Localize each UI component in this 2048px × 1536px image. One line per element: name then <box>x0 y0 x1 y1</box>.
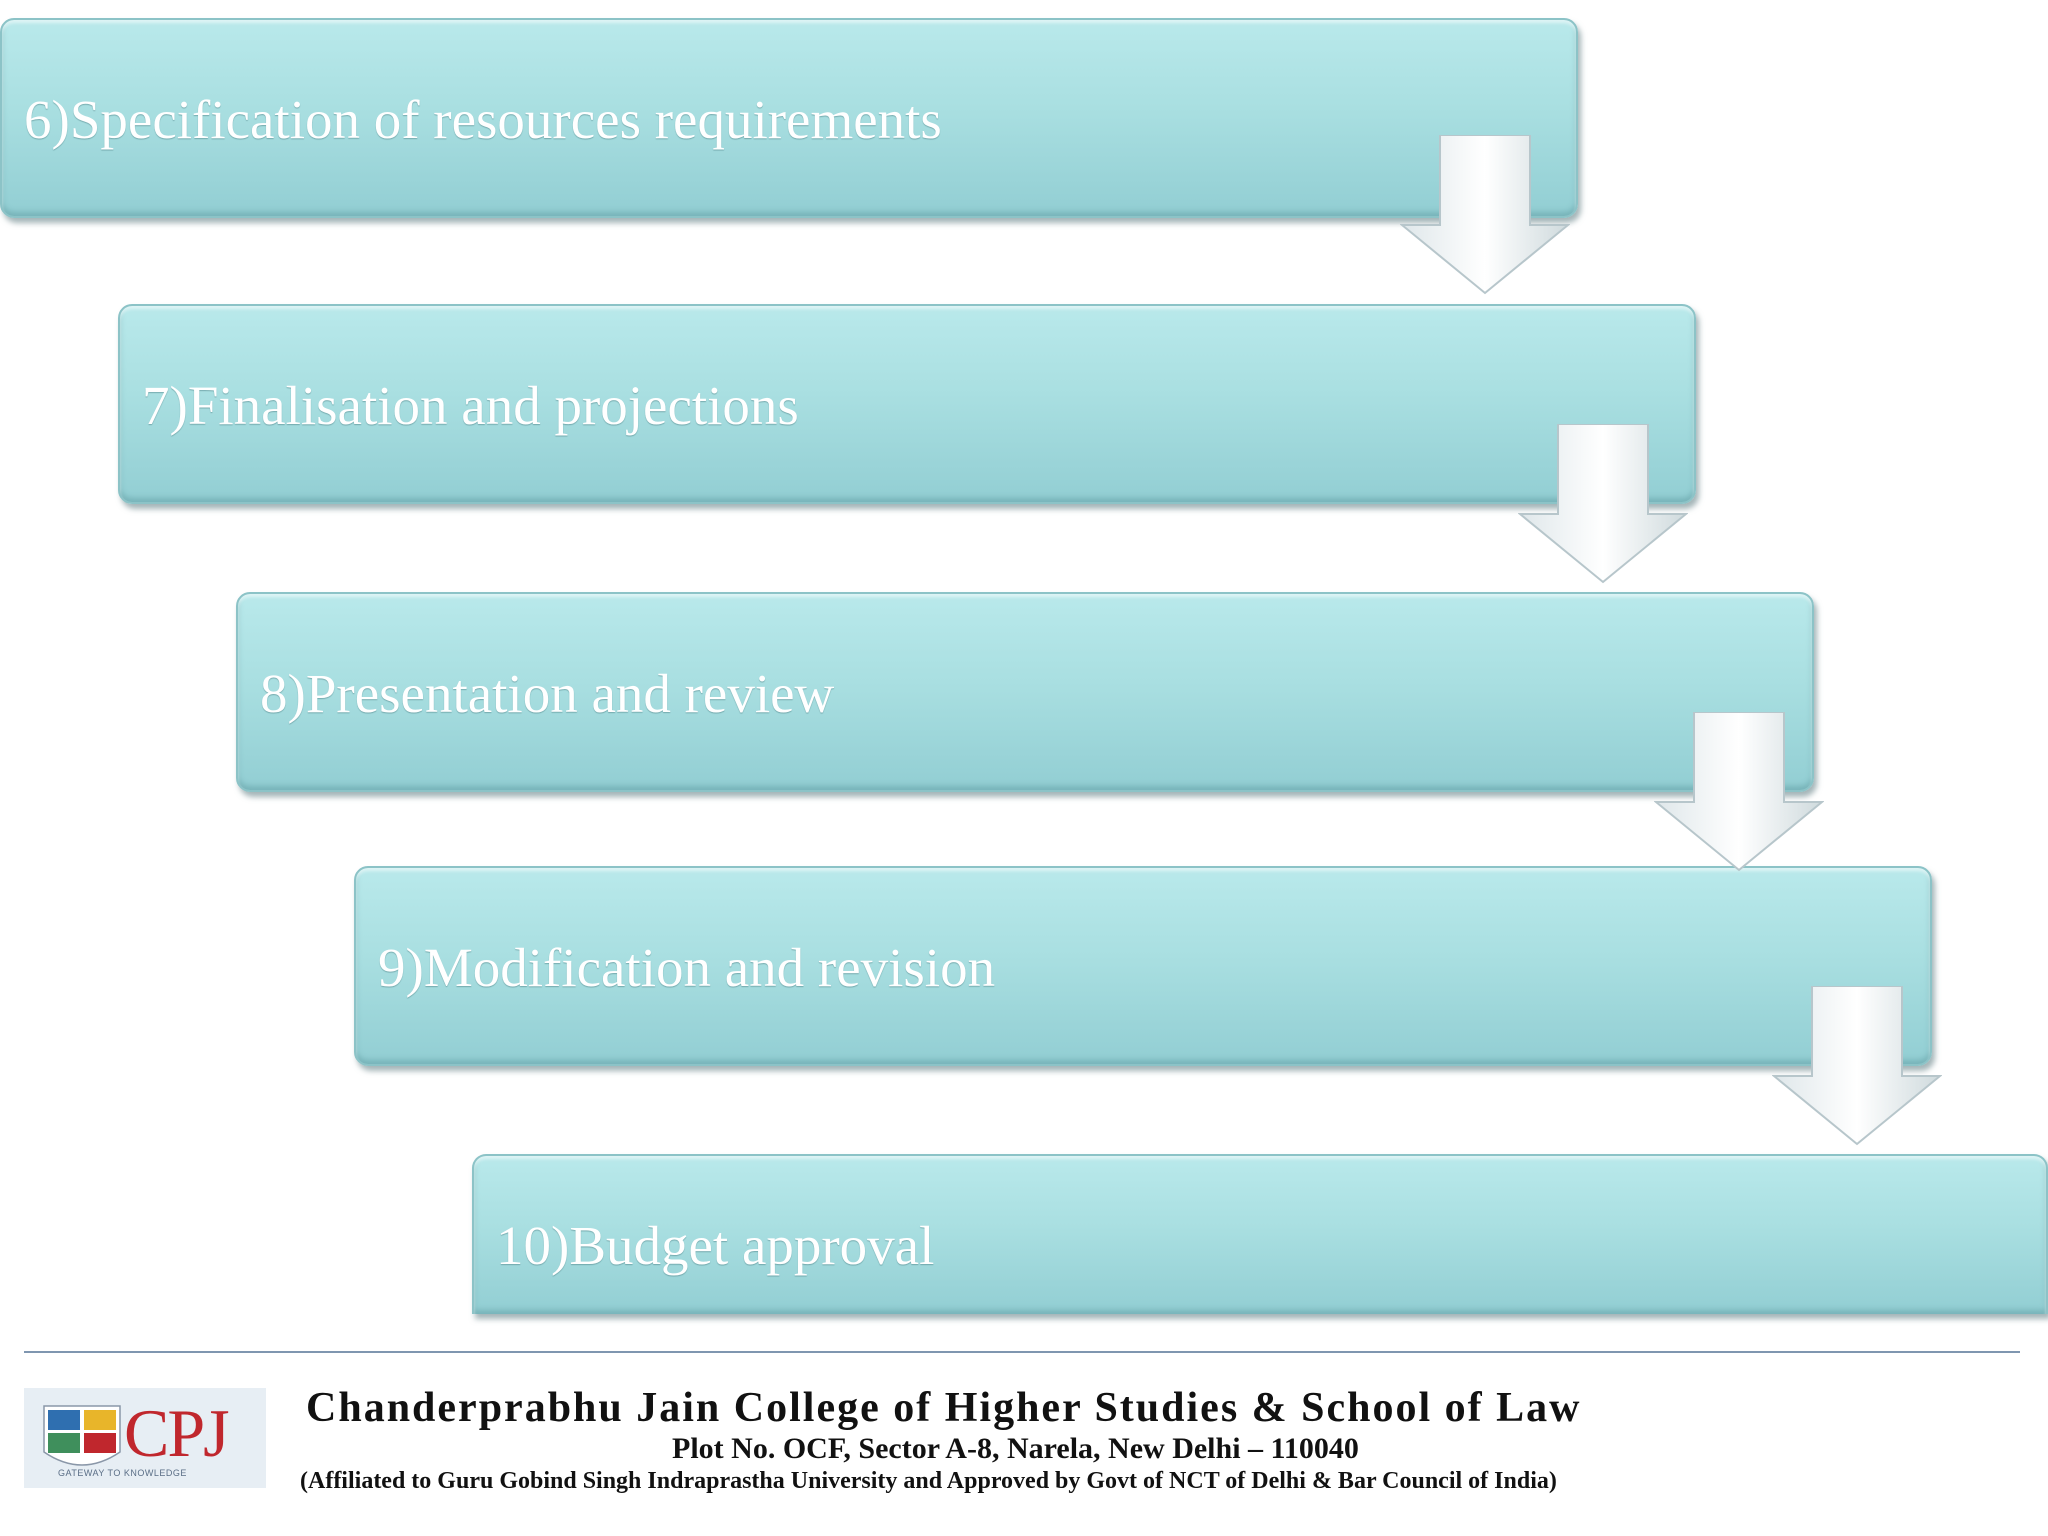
step-label-9: 9)Modification and revision <box>378 937 996 998</box>
step-label-10: 10)Budget approval <box>496 1215 935 1276</box>
step-label-7: 7)Finalisation and projections <box>142 375 799 436</box>
down-arrow-icon <box>1518 424 1688 584</box>
step-label-8: 8)Presentation and review <box>260 663 835 724</box>
crest-icon <box>43 1405 121 1466</box>
down-arrow-icon <box>1772 986 1942 1146</box>
logo-tagline: GATEWAY TO KNOWLEDGE <box>58 1468 187 1478</box>
college-logo: CPJ GATEWAY TO KNOWLEDGE <box>24 1388 266 1488</box>
college-affiliation: (Affiliated to Guru Gobind Singh Indrapr… <box>300 1468 1557 1494</box>
logo-text: CPJ <box>124 1395 230 1471</box>
footer-divider <box>24 1351 2020 1353</box>
college-address: Plot No. OCF, Sector A-8, Narela, New De… <box>672 1432 1359 1465</box>
down-arrow-icon <box>1654 712 1824 872</box>
step-box-6: 6)Specification of resources requirement… <box>0 18 1578 218</box>
step-box-9: 9)Modification and revision <box>354 866 1932 1066</box>
step-box-7: 7)Finalisation and projections <box>118 304 1696 504</box>
step-label-6: 6)Specification of resources requirement… <box>24 89 942 150</box>
down-arrow-icon <box>1400 135 1570 295</box>
step-box-10: 10)Budget approval <box>472 1154 2048 1314</box>
step-box-8: 8)Presentation and review <box>236 592 1814 792</box>
college-name: Chanderprabhu Jain College of Higher Stu… <box>306 1385 1582 1431</box>
